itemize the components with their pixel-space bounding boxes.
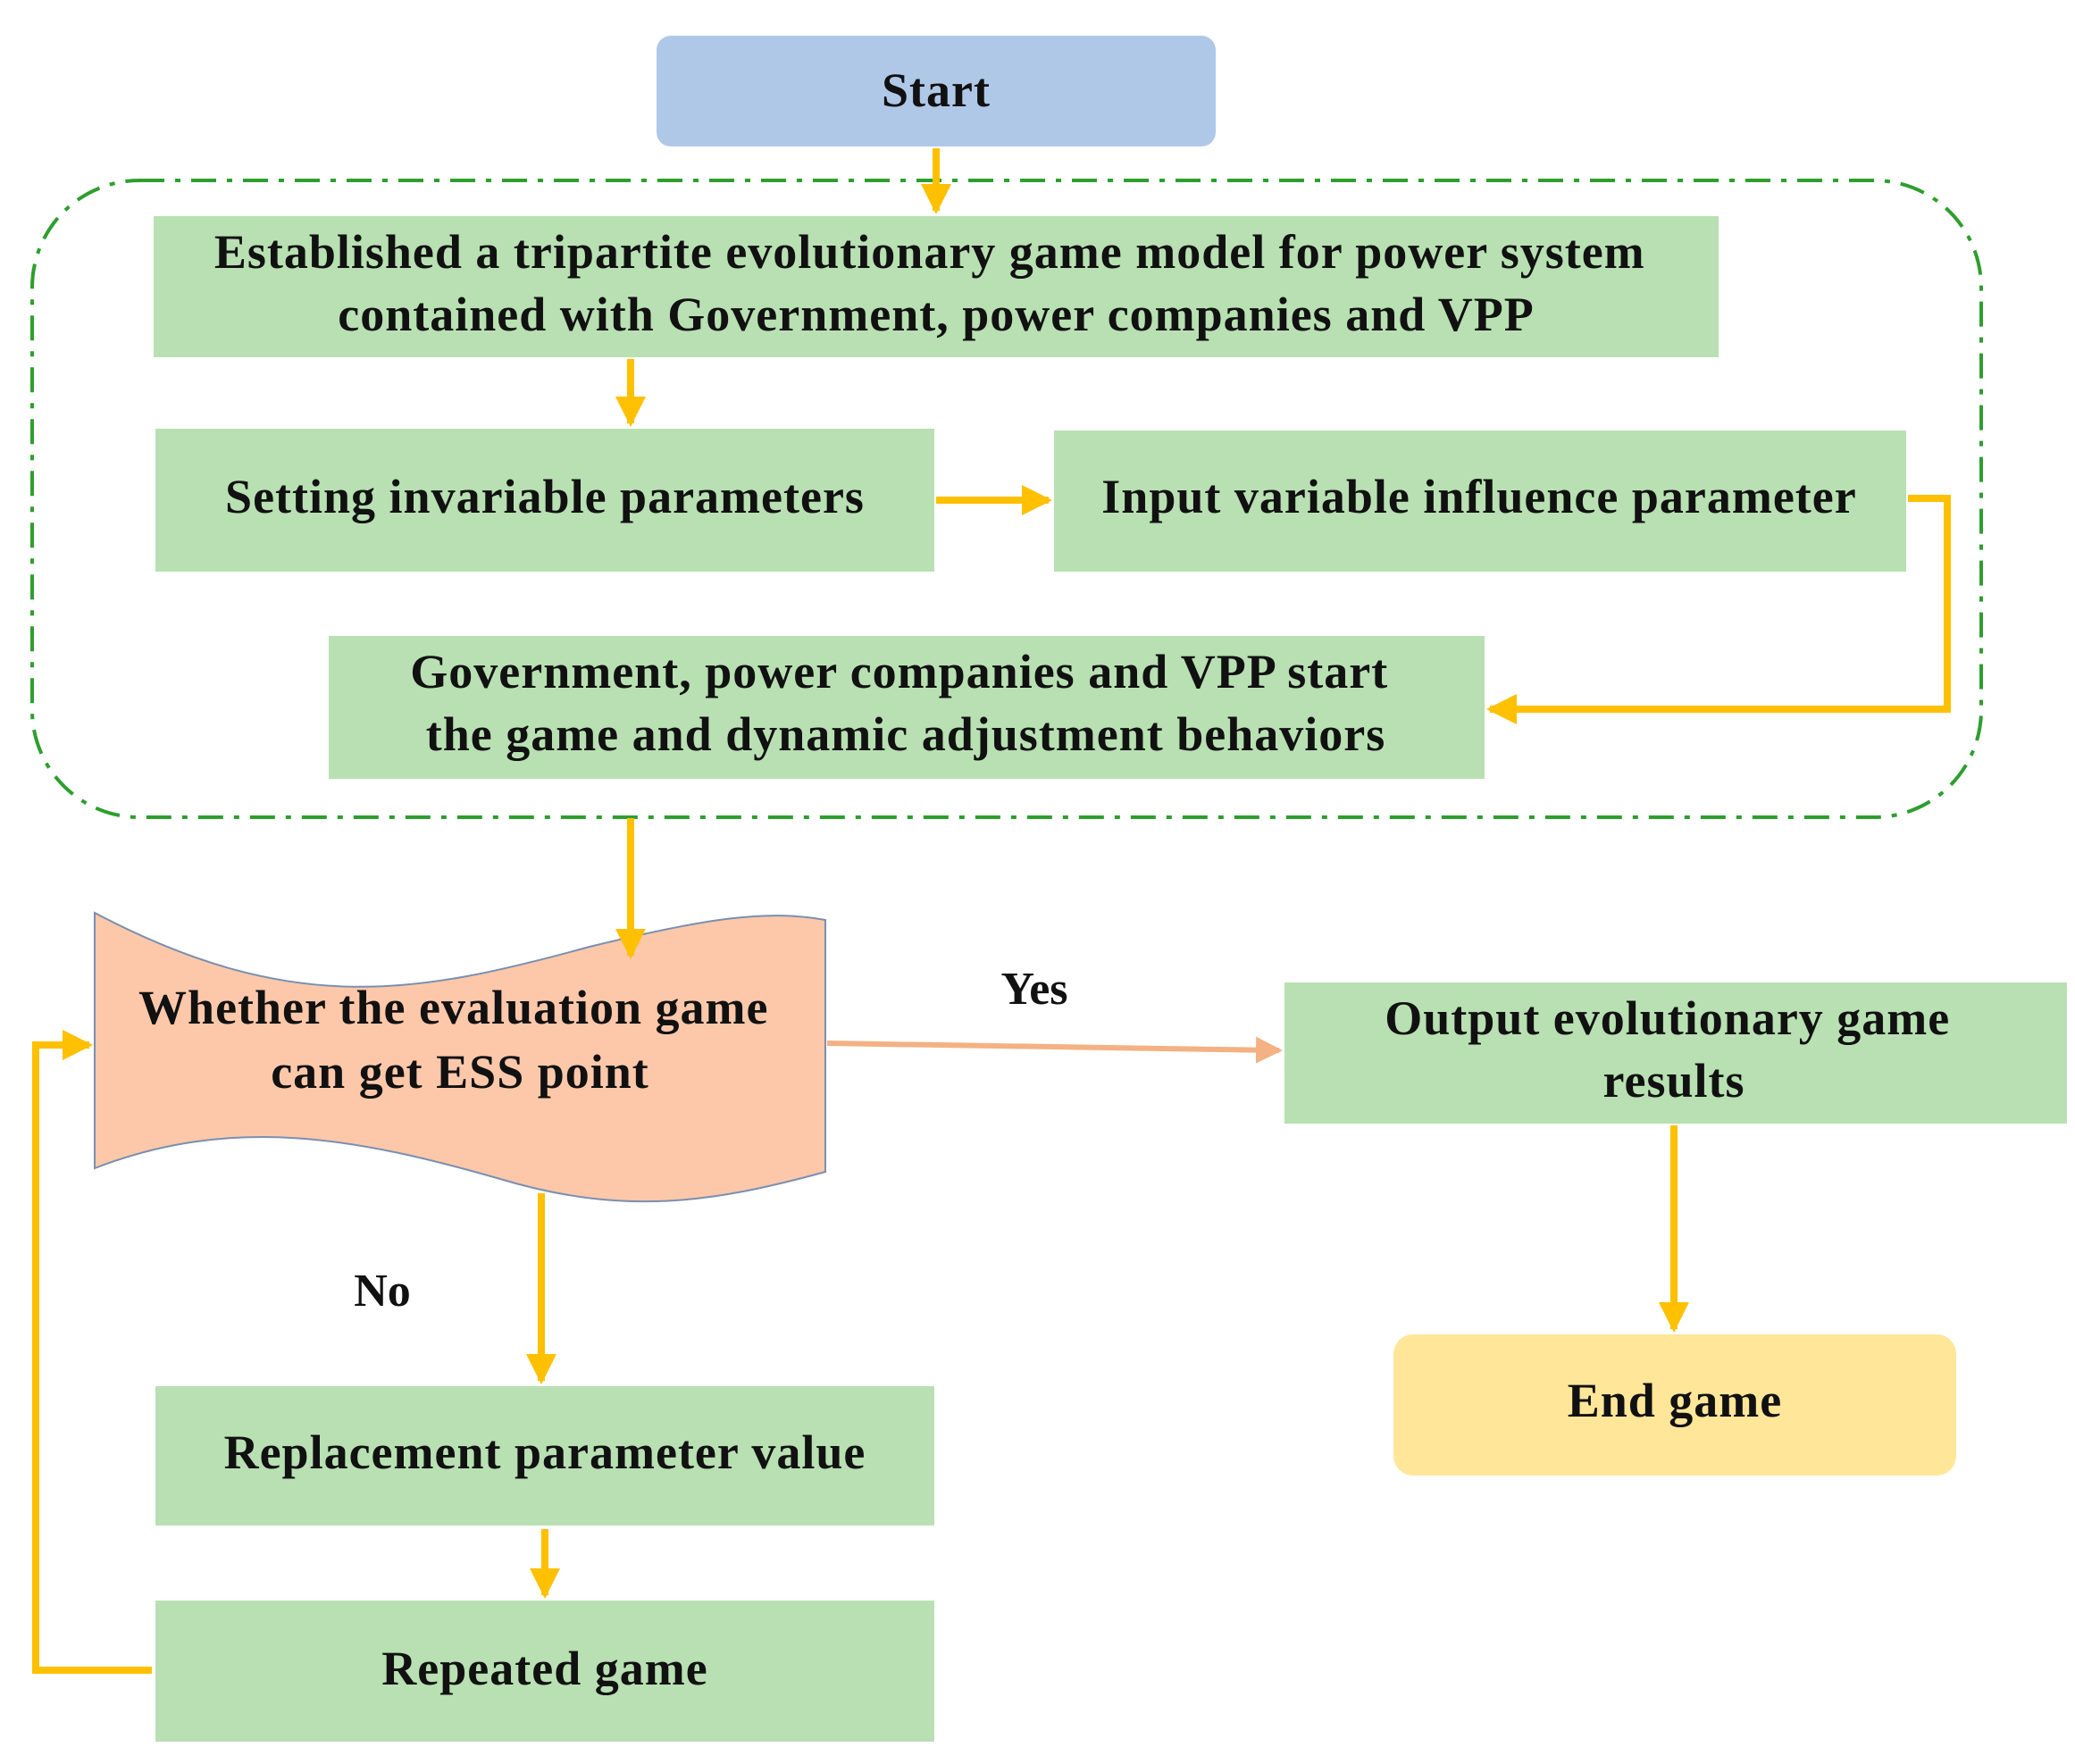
arrow-repeat-loop-back xyxy=(32,1030,152,1674)
replace-params-node: Replacement parameter value xyxy=(155,1386,934,1526)
invariable-params-node: Setting invariable parameters xyxy=(155,429,934,572)
invariable-params-label: Setting invariable parameters xyxy=(225,470,865,523)
arrow-variable-to-start-game xyxy=(1486,495,1951,724)
arrow-yes-to-output xyxy=(826,1036,1283,1064)
start-node: Start xyxy=(657,36,1216,146)
output-results-node: Output evolutionary game results xyxy=(1284,982,2067,1124)
repeat-game-node: Repeated game xyxy=(155,1601,934,1742)
end-label: End game xyxy=(1568,1374,1783,1427)
end-node: End game xyxy=(1393,1334,1956,1476)
output-results-label: Output evolutionary game results xyxy=(1385,991,1963,1108)
yes-label: Yes xyxy=(1000,964,1067,1015)
no-label: No xyxy=(354,1266,411,1317)
ess-decision-node: Whether the evaluation game can get ESS … xyxy=(94,911,826,1203)
start-game-node: Government, power companies and VPP star… xyxy=(329,636,1485,779)
parameter-setup-group xyxy=(30,179,1983,819)
establish-model-label: Established a tripartite evolutionary ga… xyxy=(214,225,1658,341)
repeat-game-label: Repeated game xyxy=(381,1642,707,1695)
start-game-label: Government, power companies and VPP star… xyxy=(410,645,1401,761)
ess-decision-label: Whether the evaluation game can get ESS … xyxy=(138,981,782,1099)
start-label: Start xyxy=(882,63,991,117)
establish-model-node: Established a tripartite evolutionary ga… xyxy=(154,216,1719,357)
variable-params-node: Input variable influence parameter xyxy=(1054,431,1906,572)
replace-params-label: Replacement parameter value xyxy=(224,1425,866,1479)
variable-params-label: Input variable influence parameter xyxy=(1101,470,1856,523)
